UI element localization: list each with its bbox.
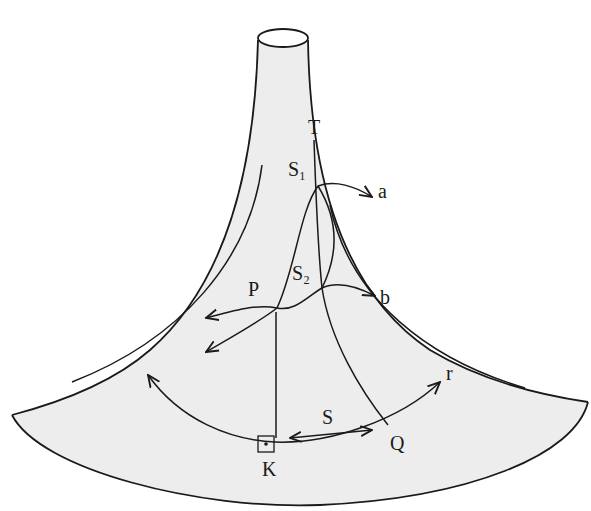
inner-left-meridian (72, 165, 262, 382)
geodesic-b (206, 285, 375, 318)
surface-fill (12, 40, 588, 505)
inner-right-meridian (330, 205, 525, 388)
perpendicular-pk (275, 312, 277, 438)
arc-length-arrow (290, 430, 372, 438)
intersection-label: S₁ (288, 158, 306, 180)
right-silhouette (308, 40, 588, 402)
top-rim (258, 29, 308, 47)
right-angle-mark (258, 436, 274, 452)
point-label: K (262, 458, 276, 480)
arc-length-label: S (322, 406, 333, 428)
point-label: Q (390, 432, 404, 454)
circle-label: r (446, 362, 453, 384)
intersection-label: S₂ (292, 262, 310, 284)
base-rim (12, 402, 588, 505)
right-angle-dot (264, 442, 268, 446)
lens-arc (318, 186, 334, 288)
geodesic-a (206, 184, 372, 352)
point-label: P (248, 278, 259, 300)
geodesic-label: b (380, 286, 390, 308)
left-silhouette (12, 40, 258, 415)
point-label: T (308, 116, 320, 138)
geodesic-label: a (378, 180, 387, 202)
meridian-tq (314, 140, 388, 425)
